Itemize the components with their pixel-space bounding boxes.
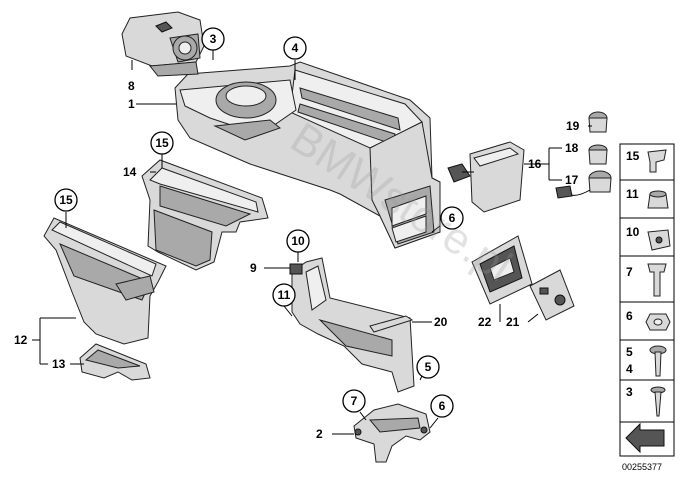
callout-10[interactable]: 10: [286, 229, 310, 253]
clip-nut-hole-icon: [655, 236, 663, 244]
callout-1[interactable]: 1: [128, 97, 135, 111]
diagram-reference-number: 00255377: [622, 462, 662, 472]
callout-15a[interactable]: 15: [150, 131, 174, 155]
fastener-sidebar: 15 11 10 7 6 5 4 3: [619, 143, 675, 457]
callout-4-text: 4: [292, 41, 299, 55]
callout-20[interactable]: 20: [434, 315, 448, 329]
sidebar-label-3: 3: [626, 385, 633, 399]
callout-17[interactable]: 17: [565, 173, 579, 187]
leader-lines: [32, 50, 592, 435]
svg-text:11: 11: [278, 288, 291, 302]
callout-12[interactable]: 12: [14, 333, 28, 347]
self-tap-screw-icon: [654, 391, 662, 417]
sidebar-label-15: 15: [626, 149, 640, 163]
sidebar-label-6: 6: [626, 309, 633, 323]
svg-text:6: 6: [439, 399, 446, 413]
svg-text:5: 5: [425, 360, 432, 374]
callout-2[interactable]: 2: [316, 427, 323, 441]
callout-15b[interactable]: 15: [54, 188, 78, 212]
callout-22[interactable]: 22: [478, 315, 492, 329]
cover-panel-part[interactable]: [529, 269, 575, 321]
callout-13[interactable]: 13: [52, 357, 66, 371]
callout-7[interactable]: 7: [342, 389, 366, 413]
callout-4[interactable]: 4: [283, 36, 307, 60]
callout-8[interactable]: 8: [128, 79, 135, 93]
mounting-bracket-part[interactable]: [289, 257, 415, 393]
callout-6a[interactable]: 6: [440, 206, 464, 230]
sidebar-label-11: 11: [626, 187, 639, 201]
callout-5[interactable]: 5: [416, 355, 440, 379]
sidebar-label-5: 5: [626, 345, 633, 359]
nut-hole-icon: [653, 318, 663, 326]
ashtray-panel-part[interactable]: [471, 235, 533, 305]
storage-compartment-part[interactable]: [43, 217, 167, 345]
callout-18[interactable]: 18: [565, 141, 579, 155]
callout-14[interactable]: 14: [123, 165, 137, 179]
lighter-part[interactable]: [555, 111, 612, 199]
metal-strip-part[interactable]: [369, 315, 414, 333]
sidebar-cell-7[interactable]: [619, 255, 675, 303]
cup-holder-part[interactable]: [121, 11, 205, 77]
svg-text:15: 15: [59, 193, 73, 207]
sidebar-label-7: 7: [626, 265, 633, 279]
rubber-mat-part[interactable]: [79, 343, 151, 381]
callout-9[interactable]: 9: [250, 261, 257, 275]
ashtray-module-part[interactable]: [447, 141, 525, 213]
svg-text:3: 3: [210, 32, 217, 46]
lower-bracket-part[interactable]: [353, 403, 431, 463]
callout-3[interactable]: 3: [201, 27, 225, 51]
clip-icon: [647, 149, 667, 173]
svg-text:7: 7: [351, 394, 358, 408]
storage-tray-part[interactable]: [141, 159, 269, 271]
bolt-icon: [647, 263, 667, 297]
direction-arrow-icon: [625, 422, 665, 454]
screw-icon: [654, 351, 662, 377]
svg-text:6: 6: [449, 211, 456, 225]
center-console-part[interactable]: [174, 61, 441, 249]
sidebar-label-4: 4: [626, 362, 633, 376]
grommet-top-icon: [649, 190, 667, 198]
svg-text:10: 10: [291, 234, 305, 248]
sidebar-label-10: 10: [626, 225, 640, 239]
callout-11[interactable]: 11: [272, 283, 296, 307]
callout-16[interactable]: 16: [528, 157, 542, 171]
callout-19[interactable]: 19: [566, 119, 580, 133]
svg-text:15: 15: [155, 136, 169, 150]
callout-6b[interactable]: 6: [430, 394, 454, 418]
callout-21[interactable]: 21: [506, 315, 520, 329]
